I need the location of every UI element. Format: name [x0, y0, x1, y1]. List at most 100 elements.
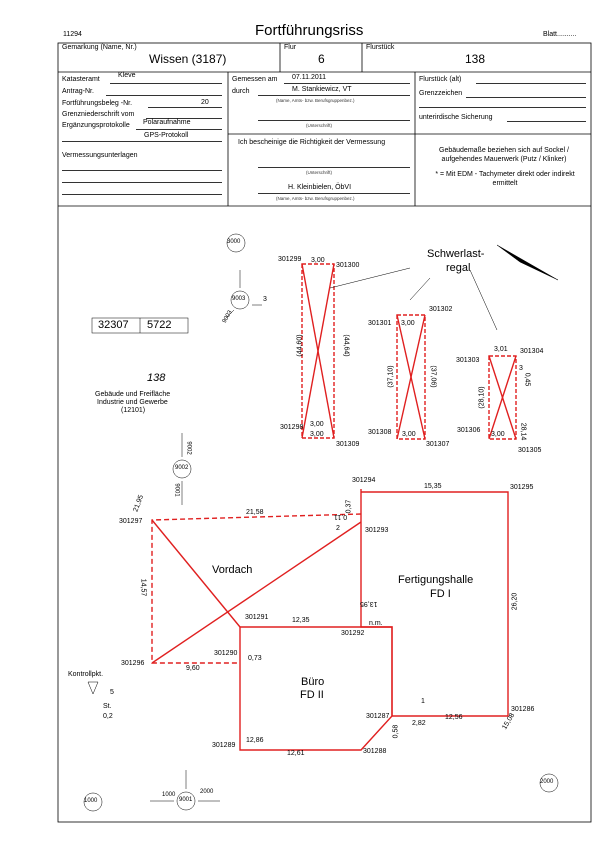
kp-value: 5 [110, 689, 114, 696]
dimension-label: 12,86 [246, 737, 264, 744]
dimension-label: 3,00 [310, 431, 324, 438]
dimension-label: 15,35 [424, 483, 442, 490]
point-label: 301291 [245, 614, 269, 621]
dimension-label: 12,56 [445, 714, 463, 721]
dimension-label: 3,01 [494, 346, 508, 353]
dimension-label: 9,60 [186, 665, 200, 672]
station-label: 9002 [175, 465, 189, 471]
document-title: Fortführungsriss [255, 22, 364, 39]
doc-number: 11294 [63, 31, 82, 38]
fd1-label: FD I [430, 588, 451, 600]
point-label: 301303 [456, 357, 480, 364]
parcel-use-1: Gebäude und Freifläche [95, 391, 171, 398]
dimension-label: 0,58 [392, 724, 400, 739]
parcel-use-2: Industrie und Gewerbe [97, 399, 168, 406]
dimension-label: 12,35 [292, 617, 310, 624]
station-label: 9003 [232, 296, 246, 302]
point-label: 301304 [520, 348, 544, 355]
point-label: 301308 [368, 429, 392, 436]
flur-label: Flur [284, 44, 297, 51]
point-label: 301287 [366, 713, 390, 720]
fertigungshalle-outline [360, 489, 509, 717]
regal-label: regal [446, 262, 471, 274]
officer-name: H. Kleinbielen, ÖbVI [288, 184, 352, 191]
buero-label: Büro [301, 676, 325, 688]
gemessen-label: Gemessen am [232, 76, 278, 83]
point-label: 301299 [278, 256, 302, 263]
dimension-label: 3,00 [311, 257, 325, 264]
dimension-label: 3,00 [491, 431, 505, 438]
flurstueck-value: 138 [465, 52, 486, 66]
beleg-label: Fortführungsbeleg -Nr. [62, 100, 133, 107]
sicherung-label: unterirdische Sicherung [419, 114, 493, 121]
sign-caption: (Unterschrift) [306, 123, 333, 128]
dimension-label: 2,82 [412, 720, 426, 727]
fd2-label: FD II [300, 689, 324, 701]
schwerlast-label: Schwerlast- [427, 248, 485, 260]
sign-caption-2: (Unterschrift) [306, 170, 333, 175]
parcel-code: (12101) [121, 407, 146, 414]
map-sheet-2: 5722 [147, 319, 172, 331]
dimension-label: 28,14 [519, 422, 527, 441]
gemarkung-value: Wissen (3187) [149, 52, 227, 66]
sheet-label: Blatt.......... [543, 31, 577, 38]
dimension-label: 0,37 [345, 499, 353, 514]
rack-2 [396, 314, 426, 440]
katasteramt-value: Kleve [118, 72, 136, 79]
dimension-label: 3,00 [310, 421, 324, 428]
antrag-label: Antrag-Nr. [62, 88, 94, 95]
point-label: 301288 [363, 748, 387, 755]
point-label: 301309 [336, 441, 360, 448]
dimension-label: 0,11 [334, 513, 348, 520]
st-label: St. [103, 703, 112, 710]
station-label: 9001 [173, 483, 180, 497]
dimension-label: 0,45 [523, 372, 531, 387]
station-label: 9001 [179, 797, 193, 803]
buero-outline [239, 626, 393, 751]
fertigungshalle-label: Fertigungshalle [398, 574, 474, 586]
point-label: 301298 [280, 424, 304, 431]
point-label: 301305 [518, 447, 542, 454]
unterlagen-label: Vermessungsunterlagen [62, 152, 138, 159]
point-label: 301300 [336, 262, 360, 269]
point-label: 301290 [214, 650, 238, 657]
point-label: 301302 [429, 306, 453, 313]
nm-label: n.m. [369, 620, 383, 627]
beleg-value: 20 [201, 99, 209, 106]
dimension-label: 3,00 [402, 431, 416, 438]
flurstueck-label: Flurstück [366, 44, 395, 51]
kontrollpkt-label: Kontrollpkt. [68, 671, 104, 678]
point-label: 301301 [368, 320, 392, 327]
dimension-label: (44,60) [296, 334, 304, 357]
rack-3 [488, 355, 517, 440]
flur-value: 6 [318, 52, 325, 66]
point-label: 301297 [119, 518, 143, 525]
station-label: 3000 [227, 239, 241, 245]
note-gebaeudemasse: Gebäudemaße beziehen sich auf Sockel / a… [439, 147, 569, 163]
station-label: 9002 [185, 441, 192, 455]
station-label: 1 [421, 698, 425, 705]
station-label: 2 [336, 525, 340, 532]
note-edm: * = Mit EDM - Tachymeter direkt oder ind… [435, 171, 575, 187]
name-caption: (Name, Amts- bzw. Berufsgruppenbez.) [276, 98, 355, 103]
point-label: 301292 [341, 630, 365, 637]
vordach-label: Vordach [212, 564, 253, 576]
point-label: 301306 [457, 427, 481, 434]
dimension-label: (44,64) [342, 334, 350, 357]
rack-1 [301, 263, 335, 439]
point-label: 301293 [365, 527, 389, 534]
point-label: 301307 [426, 441, 450, 448]
point-label: 301295 [510, 484, 534, 491]
katasteramt-label: Katasteramt [62, 76, 100, 83]
name-caption-2: (Name, Amts- bzw. Berufsgruppenbez.) [276, 196, 355, 201]
dimension-label: 3,00 [401, 320, 415, 327]
map-sheet-1: 32307 [98, 319, 129, 331]
dimension-label: (37,10) [387, 365, 395, 388]
parcel-number: 138 [147, 372, 166, 384]
grenz-label: Grenzniederschrift vom [62, 111, 135, 118]
station-label: 2000 [200, 789, 214, 795]
durch-label: durch [232, 88, 250, 95]
dimension-label: 21,58 [246, 509, 264, 516]
